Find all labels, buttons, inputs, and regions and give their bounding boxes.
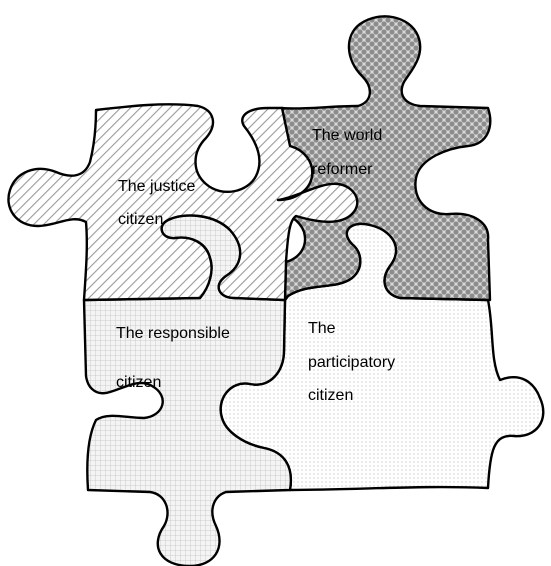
label-participatory-line1: The [308, 320, 336, 337]
label-participatory-line2: participatory [308, 354, 395, 371]
label-justice-line2: citizen [118, 211, 163, 228]
puzzle-piece-world-reformer [270, 15, 492, 302]
puzzle-piece-justice [7, 103, 359, 302]
label-participatory-line3: citizen [308, 387, 353, 404]
label-justice-line1: The justice [118, 178, 195, 195]
label-responsible-line2: citizen [116, 374, 161, 391]
label-world-line2: reformer [312, 161, 373, 178]
label-world-line1: The world [312, 127, 382, 144]
label-responsible-line1: The responsible [116, 325, 230, 342]
